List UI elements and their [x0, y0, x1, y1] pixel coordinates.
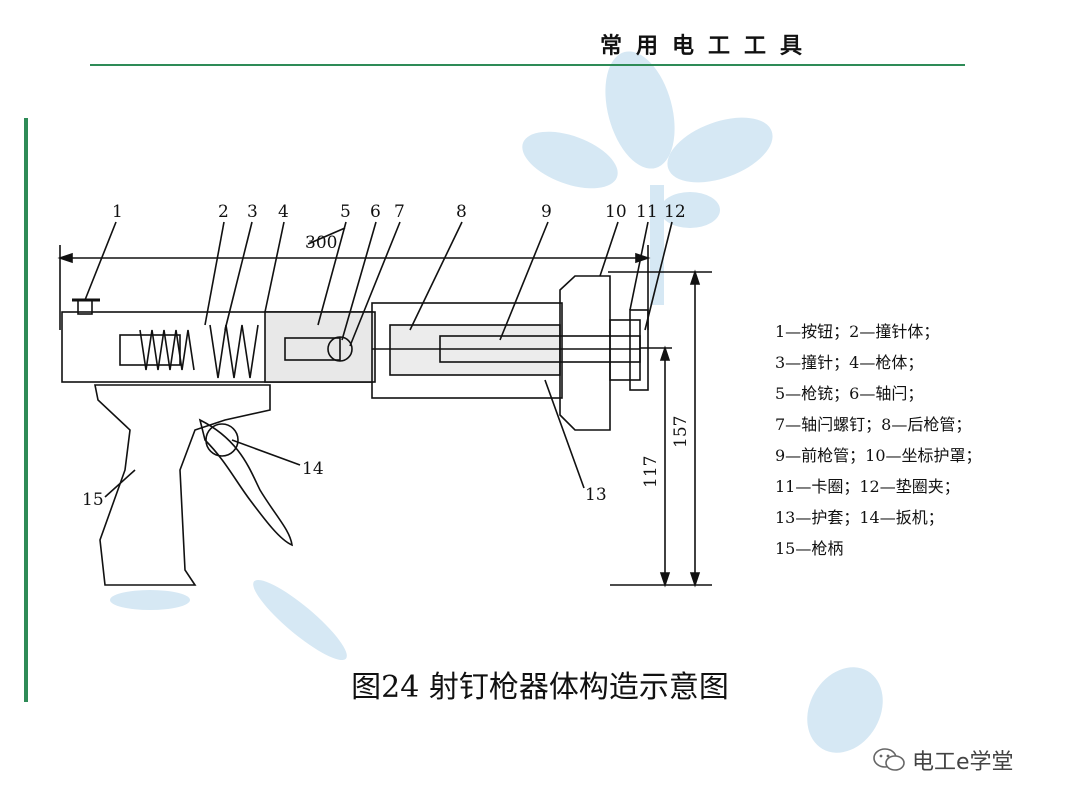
legend-line: 15—枪柄: [775, 539, 844, 558]
callout-3: 3: [247, 202, 258, 222]
callout-labels: 1 2 3 4 5 6 7 8 9 10 11 12 13 14 15 300 …: [82, 202, 691, 510]
legend-line: 3—撞针；4—枪体；: [775, 353, 924, 372]
left-accent-bar: [24, 118, 28, 702]
callout-12: 12: [664, 202, 686, 222]
dimension-label-length: 300: [305, 233, 337, 253]
parts-legend: 1—按钮；2—撞针体； 3—撞针；4—枪体； 5—枪铳；6—轴闩； 7—轴闩螺钉…: [775, 316, 982, 564]
callout-2: 2: [218, 202, 229, 222]
header-title: 常用电工工具: [600, 34, 817, 59]
trigger: [198, 418, 293, 547]
legend-line: 9—前枪管；10—坐标护罩；: [775, 446, 982, 465]
watermark-text: 电工e学堂: [912, 750, 1014, 775]
callout-4: 4: [278, 202, 289, 222]
figure-caption: 图24 射钉枪器体构造示意图: [351, 670, 729, 705]
watermark: 电工e学堂: [872, 744, 1014, 776]
callout-7: 7: [394, 202, 405, 222]
callout-8: 8: [456, 202, 467, 222]
callout-10: 10: [605, 202, 627, 222]
callout-15: 15: [82, 490, 104, 510]
callout-6: 6: [370, 202, 381, 222]
callout-5: 5: [340, 202, 351, 222]
front-shroud: [559, 275, 611, 431]
callout-11: 11: [636, 202, 658, 222]
legend-line: 13—护套；14—扳机；: [775, 508, 944, 527]
gun-handle: [94, 384, 271, 586]
header-divider: [90, 64, 965, 66]
callout-9: 9: [541, 202, 552, 222]
callout-1: 1: [112, 202, 123, 222]
legend-line: 7—轴闩螺钉；8—后枪管；: [775, 415, 972, 434]
dimension-label-117: 117: [641, 456, 661, 488]
dimension-label-157: 157: [671, 416, 691, 448]
wechat-icon: [873, 748, 905, 771]
callout-13: 13: [585, 485, 607, 505]
legend-line: 11—卡圈；12—垫圈夹；: [775, 477, 960, 496]
barrel-assembly: [371, 302, 563, 399]
legend-line: 5—枪铳；6—轴闩；: [775, 384, 924, 403]
legend-line: 1—按钮；2—撞针体；: [775, 322, 940, 341]
callout-14: 14: [302, 459, 324, 479]
